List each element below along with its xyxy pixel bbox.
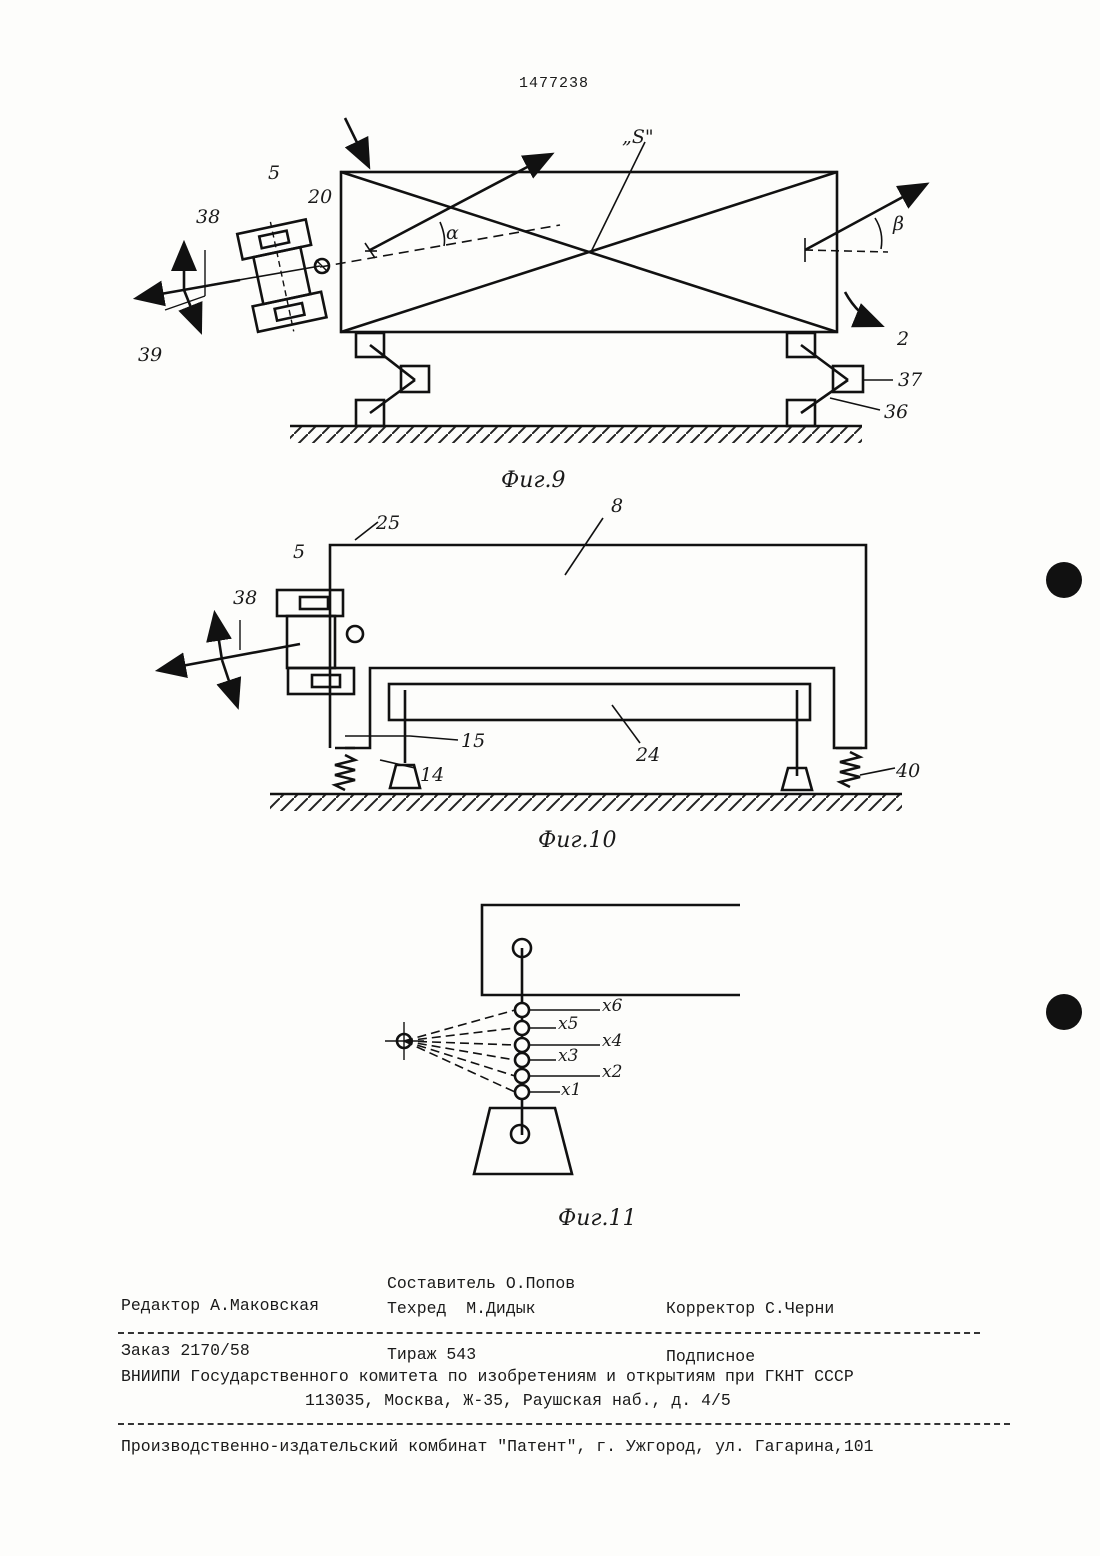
figure-9-drawing bbox=[138, 118, 925, 443]
fig9-label-38: 38 bbox=[196, 206, 220, 228]
fig9-label-39: 39 bbox=[138, 344, 162, 366]
fig11-label-x5: x5 bbox=[558, 1014, 578, 1034]
fig10-label-25: 25 bbox=[376, 512, 400, 534]
imprint-address: 113035, Москва, Ж-35, Раушская наб., д. … bbox=[305, 1391, 731, 1410]
fig10-label-8: 8 bbox=[611, 495, 623, 517]
fig11-caption: Фиг.11 bbox=[558, 1206, 637, 1231]
fig11-label-x2: x2 bbox=[602, 1062, 622, 1082]
fig11-label-x4: x4 bbox=[602, 1031, 622, 1051]
fig9-label-beta: β bbox=[893, 213, 904, 235]
fig9-label-36: 36 bbox=[884, 401, 908, 423]
fig9-label-20: 20 bbox=[308, 186, 332, 208]
separator-line bbox=[118, 1423, 1010, 1425]
imprint-printer: Производственно-издательский комбинат "П… bbox=[121, 1437, 874, 1456]
fig11-label-x3: x3 bbox=[558, 1046, 578, 1066]
imprint-circulation: Тираж 543 bbox=[387, 1345, 476, 1364]
fig11-label-x6: x6 bbox=[602, 996, 622, 1016]
figure-10-drawing bbox=[160, 518, 902, 811]
imprint-editor: Редактор А.Маковская bbox=[121, 1296, 319, 1315]
fig10-label-38: 38 bbox=[233, 587, 257, 609]
fig9-label-s: „S" bbox=[622, 126, 654, 148]
imprint-techred: Техред М.Дидык bbox=[387, 1299, 536, 1318]
fig11-label-x1: x1 bbox=[561, 1080, 581, 1100]
fig10-label-14: 14 bbox=[420, 764, 444, 786]
imprint-subscription: Подписное bbox=[666, 1347, 755, 1366]
fig9-label-37: 37 bbox=[898, 369, 922, 391]
fig10-label-5: 5 bbox=[293, 541, 305, 563]
imprint-corrector: Корректор С.Черни bbox=[666, 1299, 834, 1318]
fig9-caption: Фиг.9 bbox=[501, 468, 566, 493]
fig9-label-5: 5 bbox=[268, 162, 280, 184]
fig9-label-alpha: α bbox=[446, 222, 459, 244]
figure-11-drawing bbox=[385, 905, 740, 1174]
fig10-label-15: 15 bbox=[461, 730, 485, 752]
fig10-label-24: 24 bbox=[636, 744, 660, 766]
imprint-organization: ВНИИПИ Государственного комитета по изоб… bbox=[121, 1367, 854, 1386]
fig10-label-40: 40 bbox=[896, 760, 920, 782]
fig10-caption: Фиг.10 bbox=[538, 828, 617, 853]
separator-line bbox=[118, 1332, 980, 1334]
imprint-compiler: Составитель О.Попов bbox=[387, 1274, 575, 1293]
imprint-order: Заказ 2170/58 bbox=[121, 1341, 250, 1360]
fig9-label-2: 2 bbox=[897, 328, 909, 350]
